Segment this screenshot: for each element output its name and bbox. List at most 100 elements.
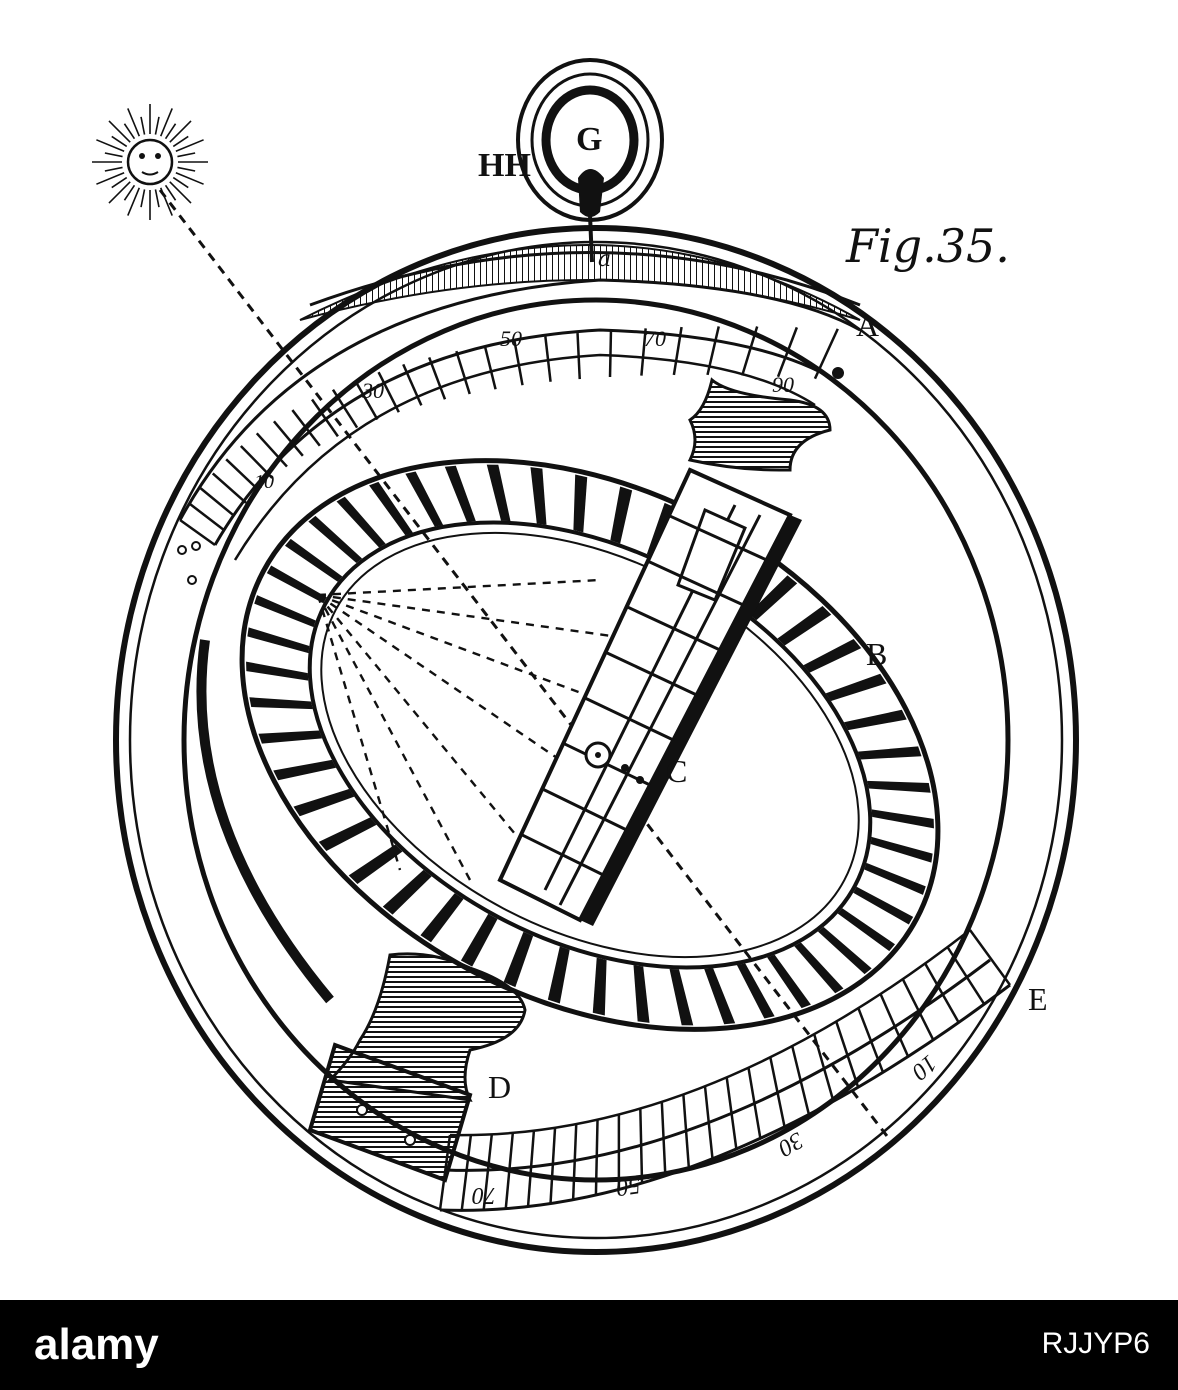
scale-tick	[660, 1101, 667, 1176]
hour-mark	[871, 809, 934, 829]
stock-image-id: RJJYP6	[1041, 1327, 1150, 1360]
sun-ray	[111, 135, 128, 148]
sun-ray	[123, 123, 136, 140]
hour-mark	[870, 836, 933, 863]
bridge-rung	[520, 833, 604, 877]
hour-mark	[249, 697, 313, 710]
hour-mark	[273, 759, 337, 781]
hour-mark	[336, 496, 386, 548]
hour-mark	[486, 464, 511, 522]
scale-tick	[968, 929, 1012, 986]
sun-ray	[154, 189, 160, 208]
hour-mark	[420, 893, 464, 943]
label-b: B	[866, 636, 887, 672]
sun-ray	[175, 139, 204, 153]
sun-ray	[177, 166, 196, 172]
sun-ray-line	[158, 189, 892, 1141]
suspension-ring	[516, 58, 664, 263]
hour-mark	[794, 942, 844, 994]
hour-mark	[867, 780, 931, 793]
scale-tick	[835, 1021, 860, 1088]
hour-mark	[460, 913, 498, 967]
hour-mark	[864, 862, 926, 895]
upper-scale-50: 50	[500, 326, 522, 351]
hour-mark	[748, 575, 798, 621]
scale-tick	[576, 333, 581, 380]
scale-tick	[402, 363, 423, 406]
hour-mark	[318, 817, 377, 852]
sun-ray	[169, 120, 192, 143]
upper-scale-10: 10	[254, 471, 274, 493]
sun-ray	[96, 139, 125, 153]
sun-ray	[111, 176, 128, 189]
hour-mark	[592, 957, 607, 1016]
sight-holes	[177, 367, 844, 784]
scale-tick	[812, 1033, 835, 1102]
sun-icon	[92, 104, 208, 220]
sun-ray	[169, 181, 192, 204]
hour-mark	[669, 968, 694, 1026]
lower-degree-scale	[438, 929, 1012, 1212]
sun-ray	[96, 171, 125, 185]
hour-mark	[382, 869, 432, 915]
scale-tick	[706, 326, 720, 376]
upper-scale-70: 70	[644, 326, 666, 351]
sun-ray	[104, 166, 123, 172]
lower-scale-50: 50	[615, 1171, 642, 1200]
scale-tick	[482, 1134, 494, 1211]
alamy-logo: alamy	[34, 1320, 159, 1369]
lower-scale-30: 30	[774, 1126, 809, 1161]
hour-mark	[444, 465, 476, 522]
sundial-illustration: G HH a A B C D E Fig.35. 30 50 70 90 10 …	[92, 58, 1079, 1255]
scale-tick	[504, 1132, 515, 1209]
hour-mark	[246, 661, 309, 681]
label-a-small: a	[598, 247, 611, 272]
scale-tick	[594, 1119, 599, 1196]
hour-mark	[503, 931, 534, 988]
stock-banner: alamy RJJYP6	[0, 1300, 1178, 1390]
sun-ray	[104, 152, 123, 158]
label-g: G	[576, 121, 602, 158]
scale-tick	[354, 379, 379, 421]
upper-scale-30: 30	[361, 378, 384, 403]
dashed-ray-fan	[316, 578, 641, 881]
scale-tick	[776, 326, 799, 378]
hour-mark	[704, 968, 736, 1025]
hour-mark	[853, 886, 914, 925]
sun-ray	[140, 116, 146, 135]
sun-ray	[172, 135, 189, 148]
hour-mark	[573, 474, 588, 533]
scale-tick	[188, 502, 225, 532]
scale-tick	[225, 458, 260, 491]
sun-ray	[175, 171, 204, 185]
hour-mark	[547, 946, 570, 1004]
hour-mark	[308, 515, 363, 564]
scale-tick	[255, 432, 288, 468]
hour-mark	[825, 673, 887, 701]
scale-tick	[179, 518, 216, 547]
sun-ray	[127, 108, 141, 137]
hour-mark	[633, 965, 650, 1023]
hour-mark	[405, 471, 444, 527]
scale-tick	[946, 946, 986, 1005]
sun-ray	[108, 181, 131, 204]
hour-mark	[258, 730, 323, 744]
scale-tick	[813, 328, 839, 380]
bridge-rung	[647, 559, 744, 607]
scale-tick	[747, 1067, 762, 1139]
scale-tick	[791, 1045, 811, 1115]
sun-ray	[140, 189, 146, 208]
scale-tick	[857, 1007, 885, 1073]
scale-tick	[879, 993, 910, 1058]
scale-tick	[549, 1127, 557, 1204]
lower-scale-70: 70	[472, 1182, 496, 1208]
sun-ray	[154, 116, 160, 135]
scale-tick	[769, 1057, 786, 1128]
meridian-ring	[113, 225, 1079, 1255]
sun-ray	[164, 123, 177, 140]
scale-tick	[460, 1134, 473, 1211]
scale-tick	[741, 326, 759, 376]
hour-mark	[348, 844, 403, 884]
scale-tick	[640, 328, 647, 376]
bridge-axis	[307, 377, 832, 1183]
